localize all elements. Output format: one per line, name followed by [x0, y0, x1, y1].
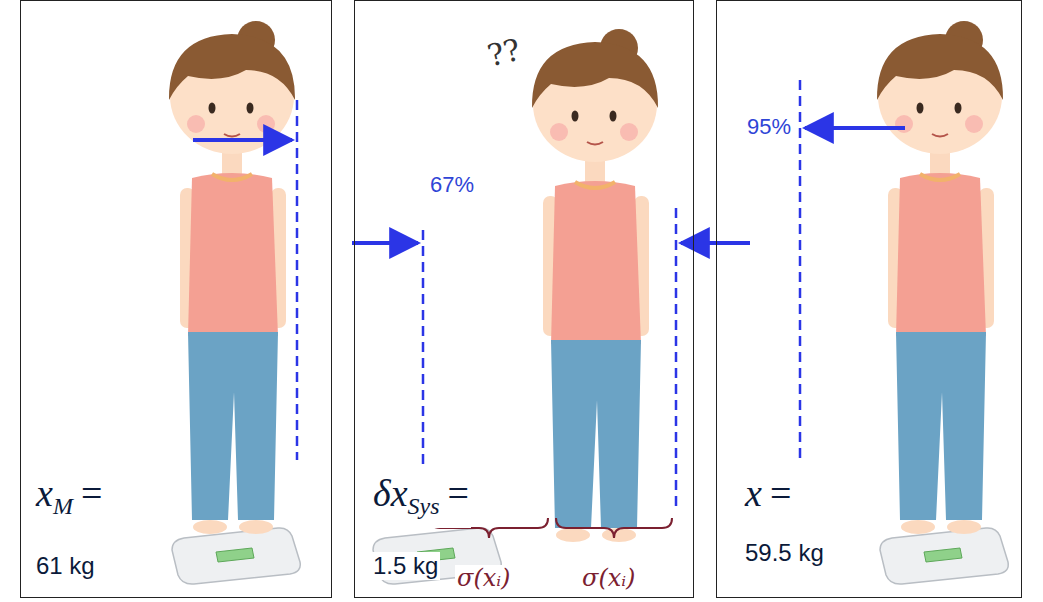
- weight-value: 61 kg: [34, 552, 97, 580]
- math-symbol: =: [770, 472, 791, 514]
- math-symbol: =: [448, 472, 469, 514]
- symbol-line: xM =: [34, 471, 104, 528]
- confidence-percent: 95%: [745, 114, 793, 139]
- blue-arrow: [805, 126, 905, 130]
- puzzled-marks: ??: [484, 33, 524, 74]
- dashed-limit: [799, 80, 802, 462]
- value-text: x= 59.5 kg: [743, 471, 826, 567]
- blue-arrow: [193, 138, 292, 142]
- blue-arrow: [352, 241, 418, 245]
- symbol-line: x=: [743, 471, 793, 515]
- bathroom-scale: [880, 528, 1008, 584]
- math-symbol: x: [745, 472, 762, 514]
- sigma-label: σ(xᵢ): [455, 565, 512, 593]
- math-symbol: δx: [373, 472, 408, 514]
- weight-value: 59.5 kg: [743, 539, 826, 567]
- bathroom-scale: [172, 528, 300, 584]
- weight-value: 1.5 kg: [371, 552, 440, 580]
- value-text: xM = 61 kg: [34, 471, 104, 580]
- dashed-limit: [296, 100, 299, 460]
- math-symbol: x: [36, 472, 53, 514]
- panel-frame: xM = 61 kg: [20, 0, 332, 598]
- curly-brace: [556, 518, 672, 538]
- dashed-limit: [422, 230, 425, 465]
- math-symbol: M: [53, 493, 73, 519]
- panel-frame: x= 59.5 kg: [716, 0, 1022, 598]
- math-symbol: =: [81, 472, 102, 514]
- value-text: δxSys = 1.5 kg: [371, 471, 471, 580]
- woman-figure: [877, 21, 1003, 534]
- symbol-line: δxSys =: [371, 471, 471, 528]
- dashed-limit: [675, 208, 678, 510]
- panel-frame: δxSys = 1.5 kg: [354, 0, 694, 598]
- woman-figure: [169, 21, 295, 534]
- woman-figure: [532, 29, 658, 542]
- math-symbol: Sys: [408, 493, 440, 519]
- confidence-percent: 67%: [428, 172, 476, 197]
- sigma-label: σ(xᵢ): [580, 565, 637, 593]
